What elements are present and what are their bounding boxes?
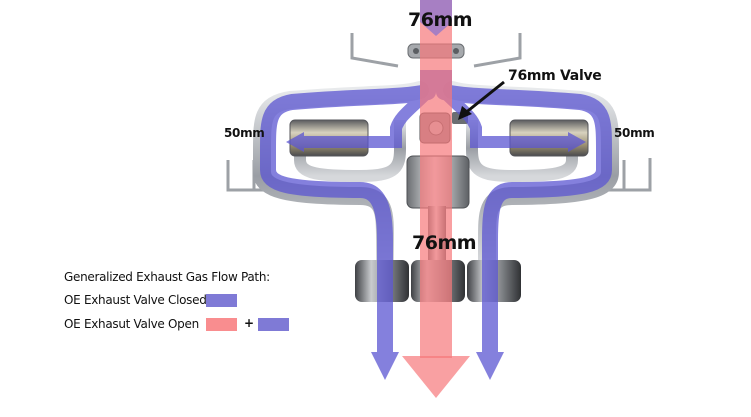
legend-closed-label: OE Exhaust Valve Closed xyxy=(64,293,207,307)
center-lower-label: 76mm xyxy=(412,232,477,254)
blue-arrow-inlet xyxy=(420,0,452,36)
legend-plus: + xyxy=(244,316,254,330)
left-steel-inner xyxy=(294,120,406,183)
valve-label: 76mm Valve xyxy=(508,68,602,84)
right-branch-label: 50mm xyxy=(614,126,655,140)
valve-callout-arrowhead xyxy=(458,106,472,120)
flange-bolt-right xyxy=(453,48,459,54)
blue-arrow-left-down xyxy=(371,352,399,380)
blue-flow-right xyxy=(436,70,612,352)
top-diameter-label: 76mm xyxy=(408,9,473,31)
valve-callout-line xyxy=(463,80,505,116)
legend-title: Generalized Exhaust Gas Flow Path: xyxy=(64,270,270,284)
right-steel-inner xyxy=(466,120,578,183)
legend-open-label: OE Exhasut Valve Open xyxy=(64,317,199,331)
legend-swatch-closed xyxy=(206,294,237,307)
flange-bolt-left xyxy=(413,48,419,54)
left-branch-label: 50mm xyxy=(224,126,265,140)
blue-arrow-right-muffler xyxy=(568,132,586,152)
open-valve-flow xyxy=(402,0,470,398)
blue-arrow-left-muffler xyxy=(286,132,304,152)
legend-swatch-open-blue xyxy=(258,318,289,331)
red-flow-center xyxy=(420,0,452,358)
blue-flow-left xyxy=(260,70,436,352)
red-arrow-down xyxy=(402,356,470,398)
blue-arrow-right-down xyxy=(476,352,504,380)
hanger-rod-right-top xyxy=(473,33,522,68)
legend-swatch-open-red xyxy=(206,318,237,331)
hanger-rod-left-top xyxy=(350,33,399,68)
